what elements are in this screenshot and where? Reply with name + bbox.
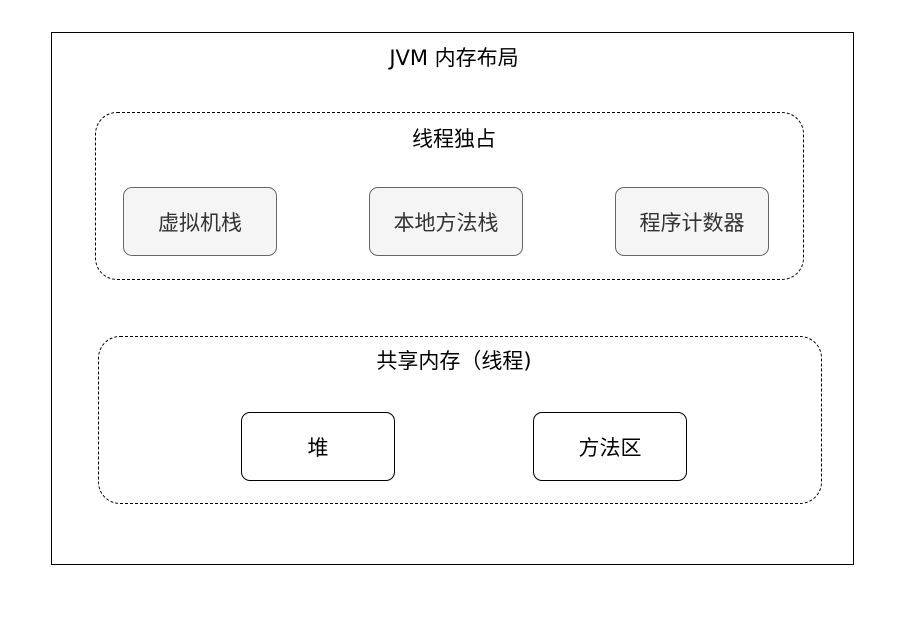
native-method-stack-box: 本地方法栈 [369, 187, 523, 256]
vm-stack-box: 虚拟机栈 [123, 187, 277, 256]
program-counter-box: 程序计数器 [615, 187, 769, 256]
shared-memory-title: 共享内存（线程) [376, 349, 532, 373]
jvm-memory-frame [51, 32, 854, 565]
thread-private-group [95, 112, 804, 280]
thread-private-title: 线程独占 [412, 127, 496, 151]
shared-memory-group [98, 336, 822, 504]
method-area-box: 方法区 [533, 412, 687, 481]
heap-box: 堆 [241, 412, 395, 481]
diagram-title: JVM 内存布局 [389, 46, 519, 70]
